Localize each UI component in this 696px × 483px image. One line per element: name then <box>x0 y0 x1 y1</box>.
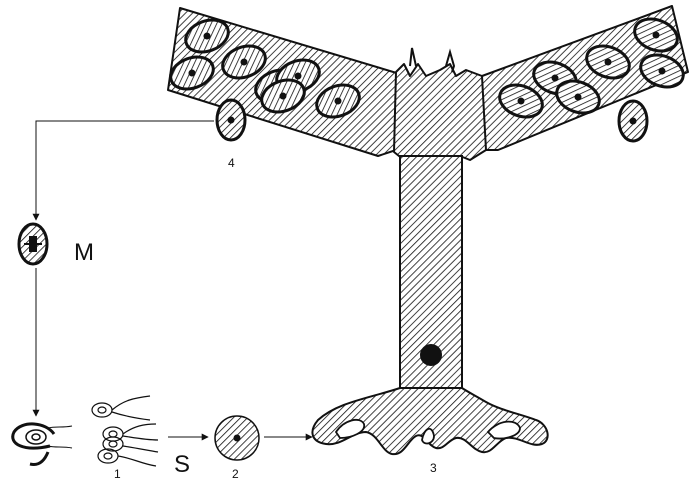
branched-cell-nucleus <box>420 344 442 366</box>
label-stage-2: 2 <box>232 467 239 481</box>
label-stage-3: 3 <box>430 461 437 475</box>
cell-cluster-stage1 <box>92 396 158 466</box>
label-stage-4: 4 <box>228 156 235 170</box>
label-mitosis: M <box>74 239 94 266</box>
mitotic-cell <box>19 224 47 264</box>
released-cell-left <box>217 100 245 140</box>
central-junction <box>394 64 486 160</box>
label-stage-1: 1 <box>114 467 121 481</box>
label-s-phase: S <box>174 451 190 478</box>
released-cell-right <box>619 101 647 141</box>
arrow-release-to-mitosis <box>36 121 214 220</box>
daughter-cell-dividing <box>13 424 72 465</box>
round-cell-stage2 <box>215 416 259 460</box>
